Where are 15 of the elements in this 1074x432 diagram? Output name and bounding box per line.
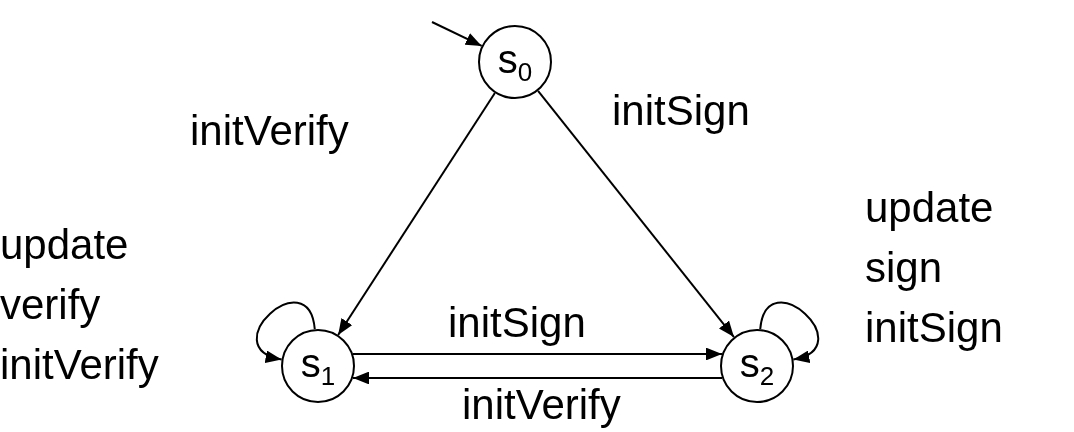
transition-arrow <box>352 347 723 361</box>
transition-arrow <box>337 92 496 336</box>
edge-label: initVerify <box>190 108 349 155</box>
self-loop-arrow <box>255 301 316 361</box>
transition-arrow <box>537 89 735 339</box>
edge-label: initSign <box>612 88 750 135</box>
state-circle: s$_{0}$ <box>478 25 552 99</box>
state-circle: s$_{2}$ <box>720 329 794 403</box>
edge-label: initVerify <box>462 382 621 429</box>
edge-label: initSign <box>448 300 586 347</box>
start-arrow <box>431 21 483 47</box>
transition-arrow <box>352 371 723 385</box>
state-circle: s$_{1}$ <box>281 329 355 403</box>
edge-label: update sign initSign <box>865 183 1003 353</box>
edge-label: update verify initVerify <box>0 220 159 390</box>
